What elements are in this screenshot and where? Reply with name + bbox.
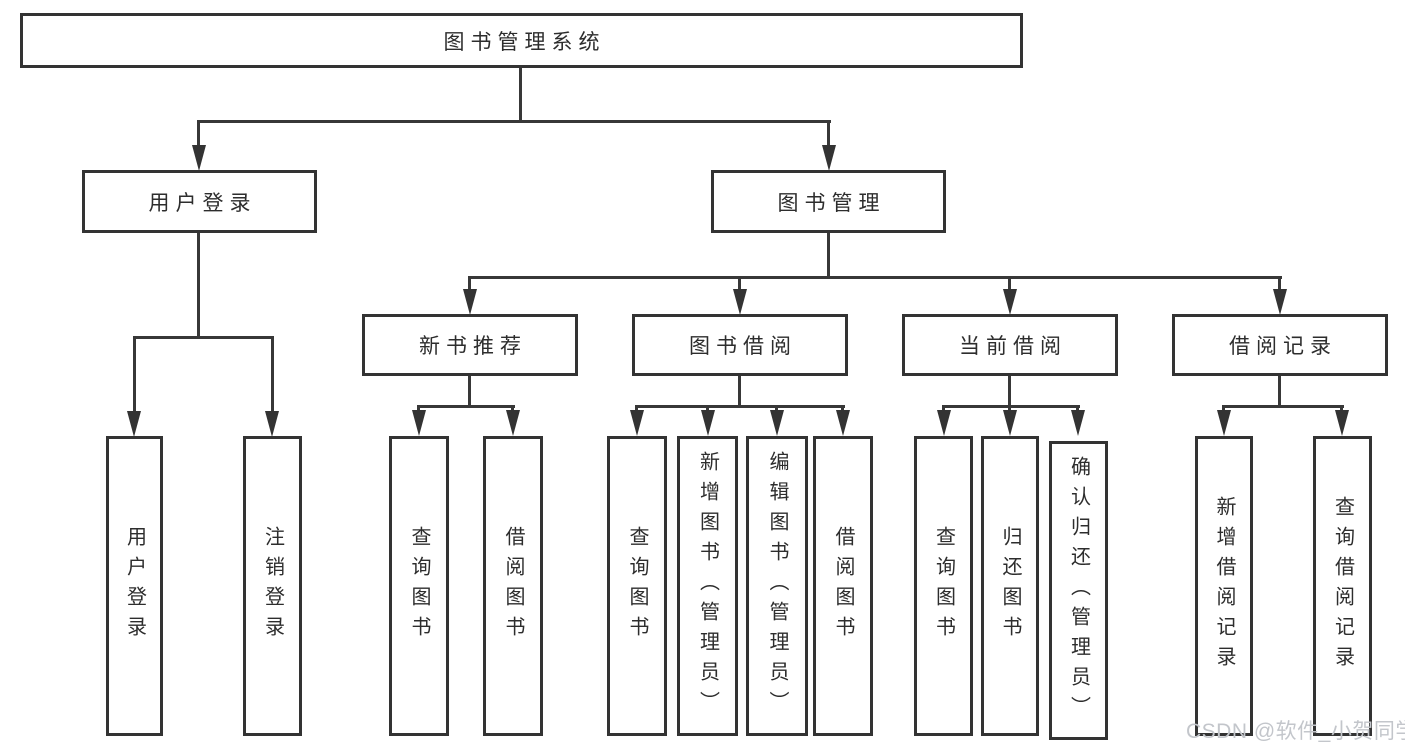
- arrowhead-down-icon: [463, 289, 477, 315]
- leaf-label: 新增图书（管理员）: [696, 451, 719, 721]
- node-book-management: 图书管理: [711, 170, 946, 233]
- leaf-label: 归还图书: [999, 526, 1021, 646]
- connector-line: [133, 336, 136, 414]
- leaf-borrow-books-recommend: 借阅图书: [483, 436, 543, 736]
- connector-line: [1008, 276, 1011, 291]
- leaf-logout: 注销登录: [243, 436, 302, 736]
- arrowhead-down-icon: [630, 410, 644, 436]
- connector-line: [1278, 276, 1281, 291]
- connector-line: [1222, 405, 1225, 414]
- leaf-label: 查询图书: [932, 526, 955, 646]
- connector-line: [706, 405, 709, 414]
- leaf-user-login: 用户登录: [106, 436, 163, 736]
- leaf-query-borrow-record: 查询借阅记录: [1313, 436, 1372, 736]
- arrowhead-down-icon: [192, 145, 206, 171]
- connector-line: [942, 405, 1080, 408]
- connector-line: [417, 405, 420, 414]
- connector-line: [775, 405, 778, 414]
- arrowhead-down-icon: [1335, 410, 1349, 436]
- arrowhead-down-icon: [127, 411, 141, 437]
- arrowhead-down-icon: [1003, 410, 1017, 436]
- leaf-label: 查询图书: [626, 526, 648, 646]
- leaf-label: 编辑图书（管理员）: [766, 451, 788, 721]
- node-book-borrow: 图书借阅: [632, 314, 848, 376]
- leaf-borrow-books: 借阅图书: [813, 436, 873, 736]
- node-user-login: 用户登录: [82, 170, 317, 233]
- connector-line: [519, 68, 522, 121]
- arrowhead-down-icon: [1003, 289, 1017, 315]
- connector-line: [841, 405, 844, 414]
- leaf-add-books-admin: 新增图书（管理员）: [677, 436, 738, 736]
- leaf-edit-books-admin: 编辑图书（管理员）: [746, 436, 808, 736]
- connector-line: [827, 120, 830, 150]
- root-node-library-system: 图书管理系统: [20, 13, 1023, 68]
- arrowhead-down-icon: [770, 410, 784, 436]
- connector-line: [1340, 405, 1343, 414]
- arrowhead-down-icon: [265, 411, 279, 437]
- connector-line: [271, 336, 274, 414]
- leaf-label: 新增借阅记录: [1213, 496, 1235, 676]
- arrowhead-down-icon: [733, 289, 747, 315]
- arrowhead-down-icon: [836, 410, 850, 436]
- arrowhead-down-icon: [701, 410, 715, 436]
- connector-line: [1222, 405, 1344, 408]
- leaf-add-borrow-record: 新增借阅记录: [1195, 436, 1253, 736]
- arrowhead-down-icon: [822, 145, 836, 171]
- csdn-watermark: CSDN @软件_小贺同学: [1186, 720, 1405, 743]
- connector-line: [1008, 405, 1011, 414]
- arrowhead-down-icon: [506, 410, 520, 436]
- leaf-label: 查询图书: [408, 526, 430, 646]
- node-new-book-recommend: 新书推荐: [362, 314, 578, 376]
- connector-line: [738, 376, 741, 406]
- connector-line: [942, 405, 945, 414]
- connector-line: [827, 233, 830, 277]
- connector-line: [1008, 376, 1011, 406]
- node-borrow-records: 借阅记录: [1172, 314, 1388, 376]
- arrowhead-down-icon: [1217, 410, 1231, 436]
- leaf-label: 借阅图书: [502, 526, 524, 646]
- connector-line: [738, 276, 741, 291]
- connector-line: [635, 405, 845, 408]
- leaf-return-books: 归还图书: [981, 436, 1039, 736]
- connector-line: [468, 276, 1282, 279]
- connector-line: [417, 405, 515, 408]
- leaf-label: 查询借阅记录: [1331, 496, 1354, 676]
- leaf-label: 用户登录: [123, 526, 146, 646]
- connector-line: [197, 120, 831, 123]
- connector-line: [511, 405, 514, 414]
- arrowhead-down-icon: [937, 410, 951, 436]
- leaf-label: 确认归还（管理员）: [1067, 455, 1090, 726]
- arrowhead-down-icon: [1273, 289, 1287, 315]
- connector-line: [197, 120, 200, 150]
- leaf-query-books-recommend: 查询图书: [389, 436, 449, 736]
- leaf-label: 借阅图书: [832, 526, 854, 646]
- connector-line: [635, 405, 638, 414]
- connector-line: [468, 276, 471, 291]
- connector-line: [133, 336, 274, 339]
- leaf-query-books-current: 查询图书: [914, 436, 973, 736]
- connector-line: [197, 233, 200, 336]
- connector-line: [1076, 405, 1079, 414]
- connector-line: [1278, 376, 1281, 406]
- arrowhead-down-icon: [1071, 410, 1085, 436]
- leaf-confirm-return-admin: 确认归还（管理员）: [1049, 441, 1108, 740]
- connector-line: [468, 376, 471, 406]
- leaf-query-books-borrow: 查询图书: [607, 436, 667, 736]
- arrowhead-down-icon: [412, 410, 426, 436]
- leaf-label: 注销登录: [261, 526, 284, 646]
- node-current-borrow: 当前借阅: [902, 314, 1118, 376]
